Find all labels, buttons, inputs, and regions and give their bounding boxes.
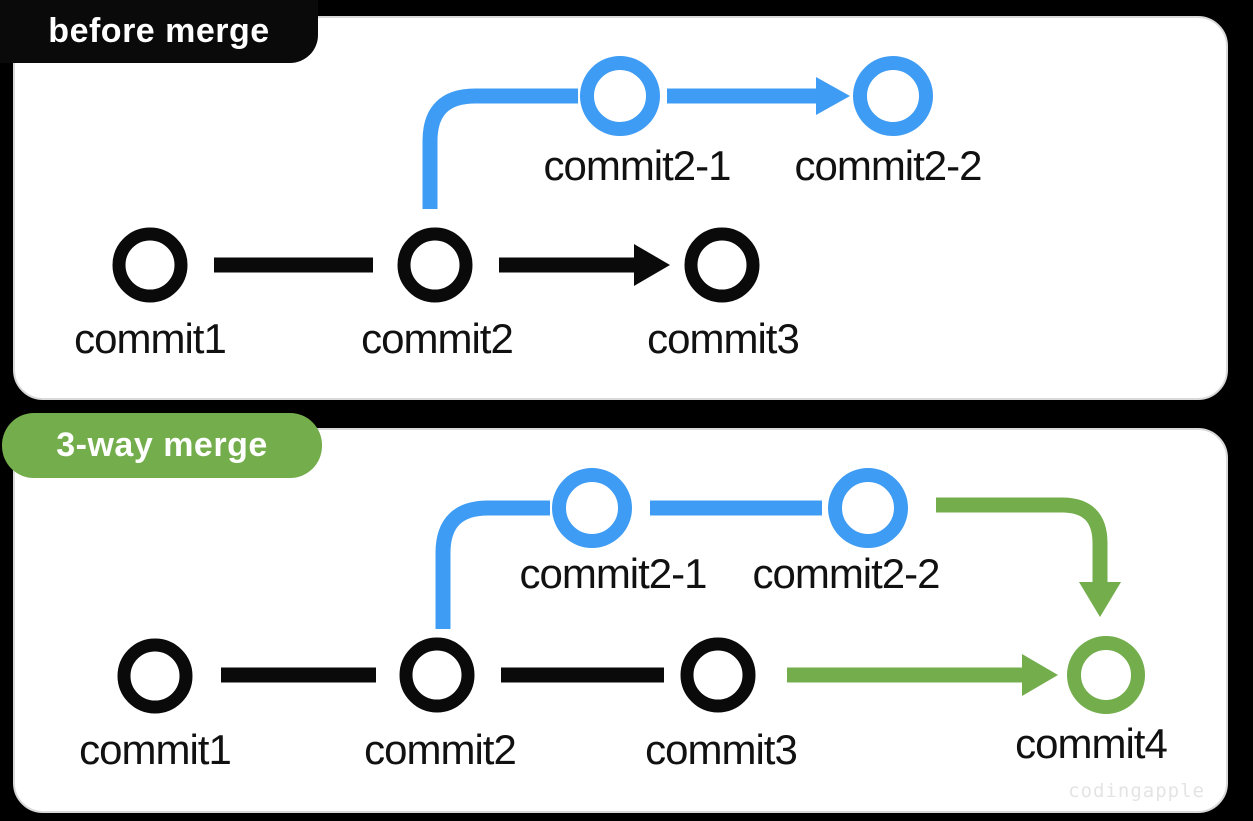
commit2-2-label: commit2-2 <box>752 550 940 597</box>
commit2-1-label: commit2-1 <box>519 550 707 597</box>
three-way-merge-graph <box>117 468 1145 714</box>
commit1-node <box>117 638 193 714</box>
merge-edge-commit2-2-commit4-arrowhead-icon <box>1079 582 1121 617</box>
commit3-node <box>684 227 760 303</box>
commit2-node <box>399 637 475 713</box>
watermark: codingapple <box>1068 780 1205 802</box>
three-way-merge-badge-label: 3-way merge <box>56 426 268 464</box>
edge-commit2-1-commit2-2-arrowhead-icon <box>816 77 850 115</box>
commit2-1-node <box>580 56 660 136</box>
commit1-label: commit1 <box>74 315 227 362</box>
merge-edge-commit2-2-commit4-curve <box>936 497 1108 582</box>
commit2-label: commit2 <box>361 315 514 362</box>
edge-commit2-commit3-arrowhead-icon <box>634 244 670 286</box>
before-merge-badge: before merge <box>0 0 318 63</box>
before-merge-graph <box>112 56 933 303</box>
commit2-2-node <box>853 56 933 136</box>
before-merge-badge-label: before merge <box>48 12 270 50</box>
commit1-label: commit1 <box>79 726 232 773</box>
commit1-node <box>112 227 188 303</box>
merge-edge-commit3-commit4-arrowhead-icon <box>1022 654 1058 696</box>
commit3-node <box>680 637 756 713</box>
commit2-1-node <box>552 468 632 548</box>
commit4-label: commit4 <box>1015 720 1168 767</box>
commit2-label: commit2 <box>364 726 517 773</box>
commit4-node <box>1067 636 1145 714</box>
commit2-2-node <box>828 468 908 548</box>
commit2-2-label: commit2-2 <box>794 142 982 189</box>
commit2-1-label: commit2-1 <box>543 142 731 189</box>
three-way-merge-badge: 3-way merge <box>2 413 322 478</box>
commit3-label: commit3 <box>647 315 800 362</box>
commit2-node <box>397 227 473 303</box>
feature-branch-curve <box>435 500 550 629</box>
feature-branch-curve <box>422 88 578 209</box>
commit3-label: commit3 <box>645 726 798 773</box>
